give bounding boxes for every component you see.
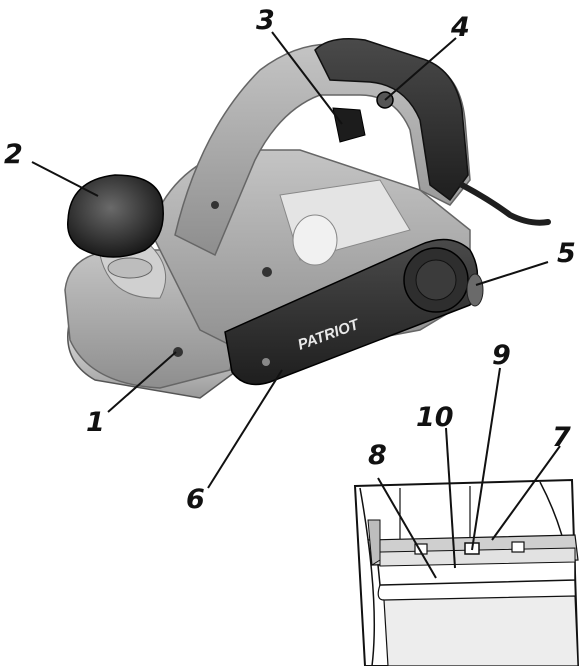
leader-3 [271, 31, 343, 125]
callout-6: 6 [186, 484, 205, 515]
trigger-switch [332, 107, 366, 143]
leader-10 [445, 427, 456, 569]
leader-7 [491, 445, 561, 541]
callout-2: 2 [4, 139, 23, 170]
callout-1: 1 [86, 407, 105, 438]
leader-9 [471, 367, 501, 551]
front-knob [67, 174, 164, 258]
leader-6 [207, 369, 283, 489]
leader-lines [31, 31, 561, 579]
chip-ejector [466, 273, 484, 307]
callout-5: 5 [557, 238, 576, 269]
blade-inset [353, 478, 580, 667]
callout-10: 10 [416, 402, 454, 433]
leader-4 [384, 37, 457, 101]
belt-cover: PATRIOT [224, 238, 479, 386]
leader-8 [377, 477, 437, 579]
callout-3: 3 [256, 5, 275, 36]
callout-8: 8 [368, 440, 387, 471]
callout-4: 4 [451, 12, 470, 43]
depth-adjust-screw [173, 347, 183, 357]
callout-7: 7 [552, 422, 571, 453]
leader-1 [107, 351, 177, 413]
leader-5 [475, 261, 549, 286]
power-cord [459, 182, 551, 226]
leader-2 [31, 161, 99, 197]
callout-9: 9 [492, 340, 511, 371]
